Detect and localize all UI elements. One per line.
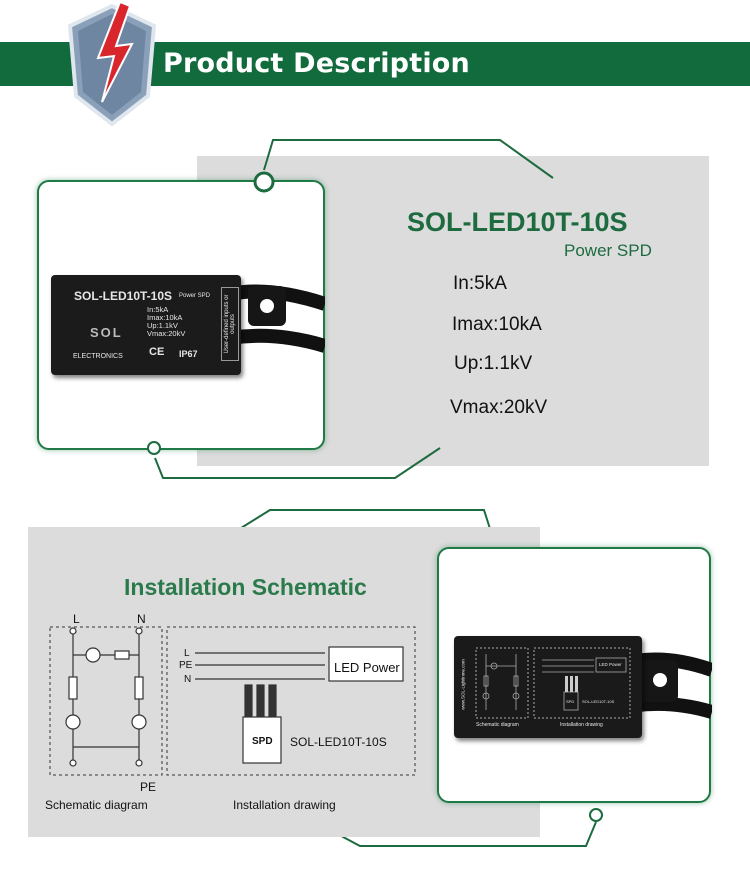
device2-caption-left: Schematic diagram bbox=[476, 722, 519, 728]
device2-website: www.SOL-Lightinme.com bbox=[460, 659, 466, 710]
device-spec-in: In:5kA bbox=[147, 305, 169, 314]
caption-installation: Installation drawing bbox=[233, 798, 336, 812]
device-company-label: ELECTRONICS bbox=[73, 353, 123, 360]
line-pe: PE bbox=[179, 660, 193, 671]
device2-spd-box: SPD bbox=[566, 699, 575, 704]
line-n: N bbox=[184, 674, 192, 685]
ce-mark: CE bbox=[149, 346, 165, 358]
label-pe: PE bbox=[140, 780, 157, 794]
device-spec-vmax: Vmax:20kV bbox=[147, 329, 186, 338]
device-sub-label: Power SPD bbox=[179, 293, 211, 299]
device-model-label: SOL-LED10T-10S bbox=[74, 289, 173, 303]
product-model-title: SOL-LED10T-10S bbox=[407, 207, 628, 237]
caption-schematic: Schematic diagram bbox=[45, 798, 148, 812]
spec-imax: Imax:10kA bbox=[452, 314, 542, 335]
led-power-box-label: LED Power bbox=[334, 660, 400, 675]
spec-up: Up:1.1kV bbox=[454, 353, 533, 374]
device2-caption-right: Installation drawing bbox=[560, 722, 603, 728]
lightning-shield-icon bbox=[67, 0, 157, 127]
device2-spd-model: SOL-LED10T-10S bbox=[582, 699, 615, 704]
page-title: Product Description bbox=[163, 48, 470, 79]
wiring-diagram bbox=[49, 626, 416, 776]
spec-vmax: Vmax:20kV bbox=[450, 397, 548, 418]
spd-model-label: SOL-LED10T-10S bbox=[290, 735, 387, 749]
device-side-box: User-defined inputs or outputs bbox=[221, 287, 239, 361]
device2-led-box: LED Power bbox=[599, 662, 622, 667]
device-spec-imax: Imax:10kA bbox=[147, 313, 183, 322]
device-spec-up: Up:1.1kV bbox=[147, 321, 178, 330]
spd-box-label: SPD bbox=[252, 736, 273, 747]
label-n: N bbox=[137, 612, 146, 626]
device-brand-logo: SOL bbox=[90, 325, 123, 340]
spec-in: In:5kA bbox=[453, 273, 507, 294]
line-l: L bbox=[184, 648, 190, 659]
schematic-title: Installation Schematic bbox=[124, 574, 367, 600]
device-spec-list: In:5kA Imax:10kA Up:1.1kV Vmax:20kV bbox=[147, 306, 185, 338]
spd-device-photo: SOL-LED10T-10S Power SPD SOL ELECTRONICS… bbox=[51, 275, 241, 375]
product-subtitle: Power SPD bbox=[564, 241, 652, 260]
spd-device-back-photo: LED Power SPD SOL-LED10T-10S Schematic d… bbox=[454, 636, 642, 738]
ip-rating: IP67 bbox=[179, 349, 198, 359]
label-l: L bbox=[73, 612, 80, 626]
